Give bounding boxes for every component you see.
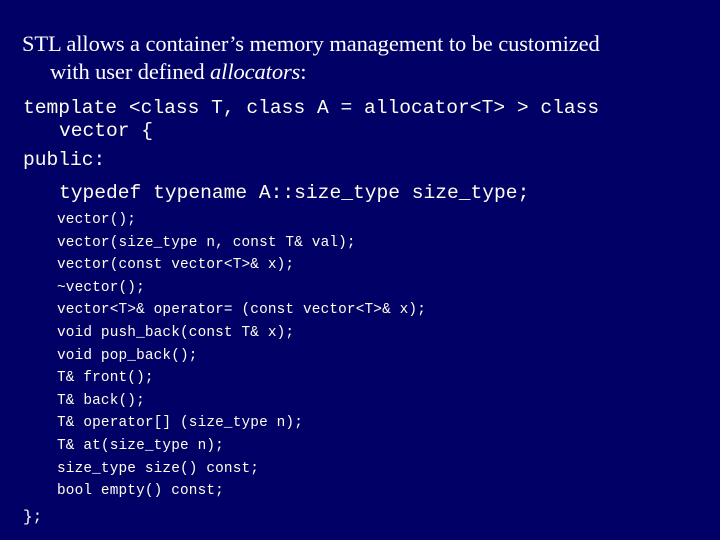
list-item: ~vector(); [57, 279, 145, 296]
code-line-public-label: public: [23, 149, 106, 171]
list-item: bool empty() const; [57, 483, 224, 500]
title-line-1: STL allows a container’s memory manageme… [22, 31, 600, 56]
list-item: T& at(size_type n); [57, 437, 224, 454]
title-emphasis-allocators: allocators [210, 59, 301, 84]
code-line-vector-open: vector { [59, 120, 154, 142]
method-declaration-list: vector(); vector(size_type n, const T& v… [57, 209, 426, 503]
list-item: vector(size_type n, const T& val); [57, 234, 356, 251]
list-item: void push_back(const T& x); [57, 324, 295, 341]
code-line-class-close: }; [23, 508, 43, 526]
code-line-typedef: typedef typename A::size_type size_type; [59, 182, 530, 204]
list-item: T& operator[] (size_type n); [57, 415, 304, 432]
title-line-2-prefix: with user defined [50, 59, 211, 84]
title-line-2-suffix: : [300, 59, 307, 84]
list-item: size_type size() const; [57, 460, 260, 477]
list-item: T& back(); [57, 392, 145, 409]
list-item: T& front(); [57, 370, 154, 387]
list-item: vector(); [57, 212, 137, 228]
slide-title: STL allows a container’s memory manageme… [22, 30, 698, 86]
list-item: void pop_back(); [57, 347, 198, 364]
list-item: vector<T>& operator= (const vector<T>& x… [57, 302, 427, 319]
title-line-2: with user defined allocators: [22, 58, 698, 86]
code-line-template: template <class T, class A = allocator<T… [23, 97, 600, 119]
list-item: vector(const vector<T>& x); [57, 257, 295, 274]
